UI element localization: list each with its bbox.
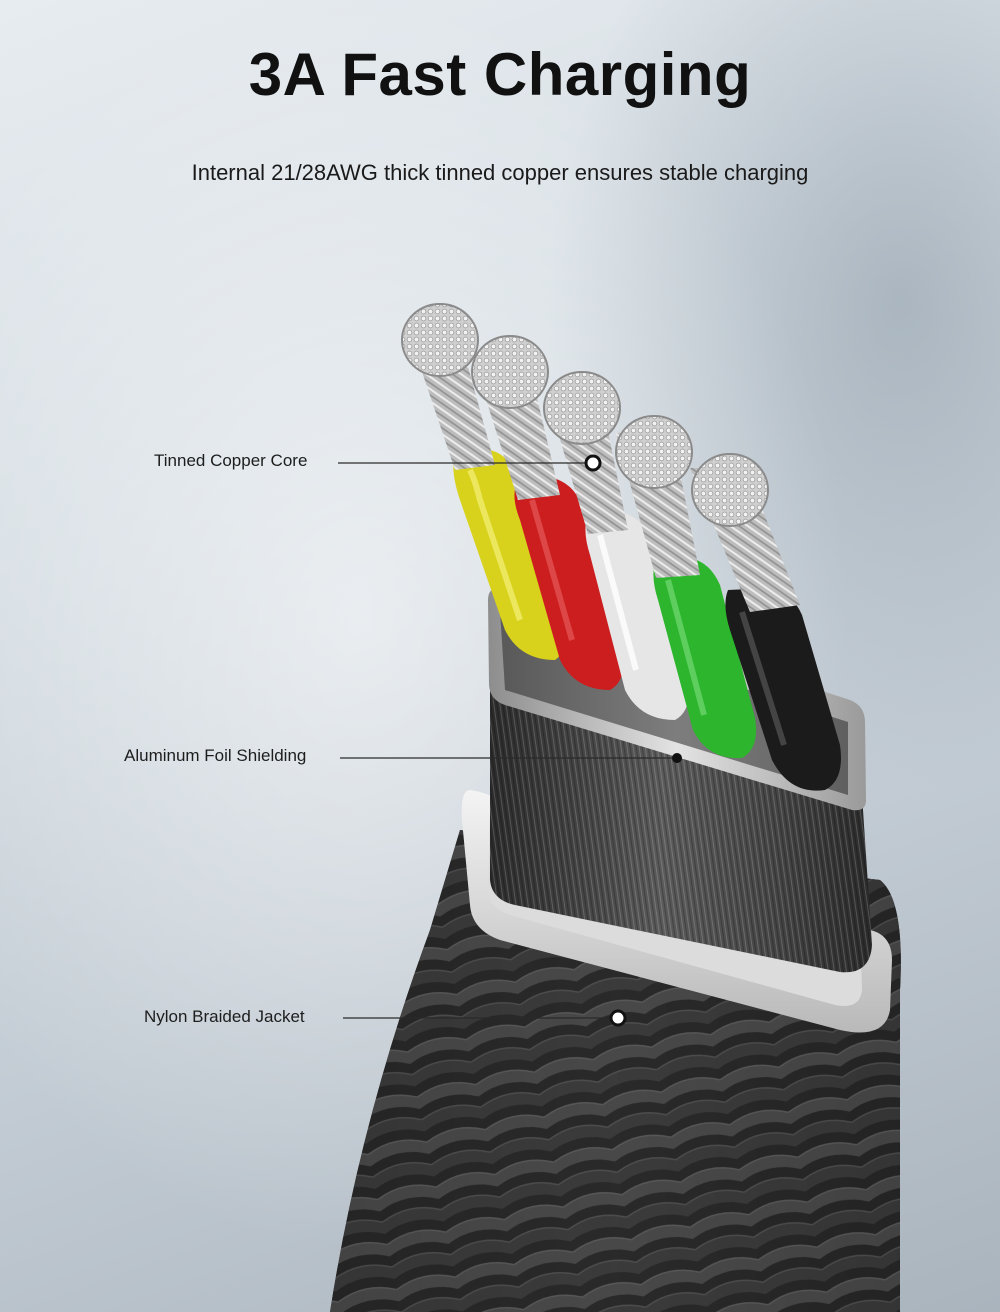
page-subtitle: Internal 21/28AWG thick tinned copper en… [191, 160, 809, 185]
black-wire [725, 588, 841, 791]
page-title: 3A Fast Charging [248, 41, 752, 108]
callout-label-jacket: Nylon Braided Jacket [144, 1007, 305, 1026]
callout-label-core: Tinned Copper Core [154, 451, 308, 470]
callout-label-foil: Aluminum Foil Shielding [124, 746, 307, 765]
callout-line-core [338, 454, 602, 472]
callout-line-foil [340, 753, 682, 763]
green-wire [653, 558, 757, 759]
white-wire [585, 513, 690, 720]
callout-line-jacket [343, 1009, 627, 1027]
